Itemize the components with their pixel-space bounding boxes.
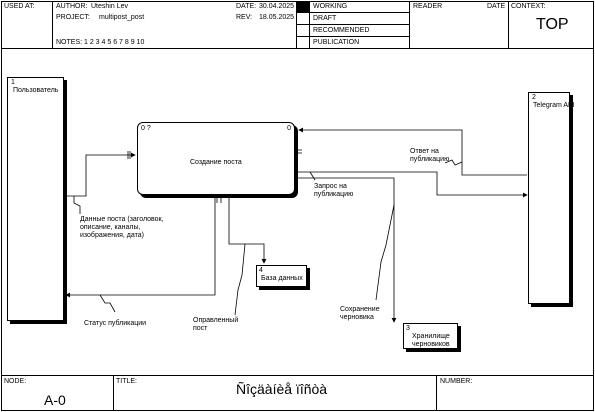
telegram-entity-label: Telegram API xyxy=(533,102,575,109)
working-marker xyxy=(297,2,309,12)
status-col-line xyxy=(309,1,310,49)
notes: NOTES: 1 2 3 4 5 6 7 8 9 10 xyxy=(56,39,145,46)
data-store-database[interactable]: 4 База данных xyxy=(256,265,307,287)
activity-number: 0 ? xyxy=(141,125,151,132)
activity-create-post[interactable]: 0 ? 0 Создание поста xyxy=(137,122,295,195)
used-at-label: USED AT: xyxy=(4,3,35,10)
arrow-status xyxy=(65,196,216,298)
telegram-entity-number: 2 xyxy=(532,94,536,101)
arrow-save-draft xyxy=(296,177,397,323)
header-divider-context xyxy=(508,1,509,49)
rev-value: 18.05.2025 xyxy=(259,14,295,21)
squiggle-status xyxy=(99,294,116,313)
title-value: Ñîçäàíèå ïîñòà xyxy=(236,381,328,397)
date-label: DATE: xyxy=(236,3,257,10)
arrow-reply xyxy=(298,127,527,176)
date-value: 30.04.2025 xyxy=(259,3,295,10)
storage-label: Хранилище черновиков xyxy=(412,333,450,348)
status-publication: PUBLICATION xyxy=(313,39,360,46)
telegram-entity[interactable]: 2 Telegram API xyxy=(528,92,575,304)
status-row-line-1 xyxy=(296,12,409,13)
footer-divider-1 xyxy=(113,375,114,411)
tunnel-top-left xyxy=(127,151,131,159)
rev-label: REV: xyxy=(236,14,253,21)
db-label: База данных xyxy=(261,275,303,282)
user-entity-number: 1 xyxy=(11,79,15,86)
footer-divider-2 xyxy=(436,375,437,411)
squiggle-sent-post xyxy=(234,243,246,316)
footer-frame xyxy=(1,375,594,411)
status-working: WORKING xyxy=(313,3,348,10)
activity-label: Создание поста xyxy=(190,159,242,166)
label-post-data: Данные поста (заголовок, описание, канал… xyxy=(80,216,164,239)
status-row-line-3 xyxy=(296,36,409,37)
arrow-post-data xyxy=(66,152,136,197)
label-save-draft: Сохранение черновика xyxy=(340,306,380,321)
author-label: AUTHOR: xyxy=(56,3,88,10)
context-label: CONTEXT: xyxy=(511,3,546,10)
reader-date-label: DATE xyxy=(487,3,506,10)
number-label: NUMBER: xyxy=(440,378,473,385)
header-divider-usedat xyxy=(52,1,53,49)
title-label: TITLE: xyxy=(116,378,138,385)
squiggle-reply xyxy=(444,159,463,166)
label-sent-post: Оправленный пост xyxy=(193,317,239,332)
arrow-publish-request xyxy=(296,171,528,198)
header-divider-reader xyxy=(409,1,410,49)
label-publish-request: Запрос на публикацию xyxy=(314,183,354,198)
tunnel-right-1 xyxy=(298,149,302,154)
storage-number: 3 xyxy=(406,325,410,332)
project-value: multipost_post xyxy=(99,14,145,21)
squiggle-publish-request xyxy=(309,171,316,181)
user-entity[interactable]: 1 Пользователь xyxy=(7,77,64,321)
reader-label: READER xyxy=(413,3,443,10)
project-label: PROJECT: xyxy=(56,14,90,21)
user-entity-label: Пользователь xyxy=(13,87,59,94)
status-row-line-2 xyxy=(296,24,409,25)
context-value: TOP xyxy=(536,16,569,33)
node-label: NODE: xyxy=(4,378,27,385)
activity-number-right: 0 xyxy=(287,125,291,132)
label-status: Статус публикации xyxy=(84,320,147,327)
status-recommended: RECOMMENDED xyxy=(313,27,370,34)
arrow-sent-post xyxy=(228,196,267,264)
squiggle-post-data xyxy=(73,196,81,214)
data-store-drafts[interactable]: 3 Хранилище черновиков xyxy=(403,323,458,349)
author-value: Uteshin Lev xyxy=(91,3,128,10)
squiggle-save-draft xyxy=(375,204,395,301)
label-reply: Ответ на публикацию xyxy=(410,148,450,163)
db-number: 4 xyxy=(259,267,263,274)
node-value: A-0 xyxy=(44,392,66,408)
header-divider-status xyxy=(296,1,297,49)
status-draft: DRAFT xyxy=(313,15,337,22)
tunnel-bottom-1 xyxy=(216,197,222,203)
